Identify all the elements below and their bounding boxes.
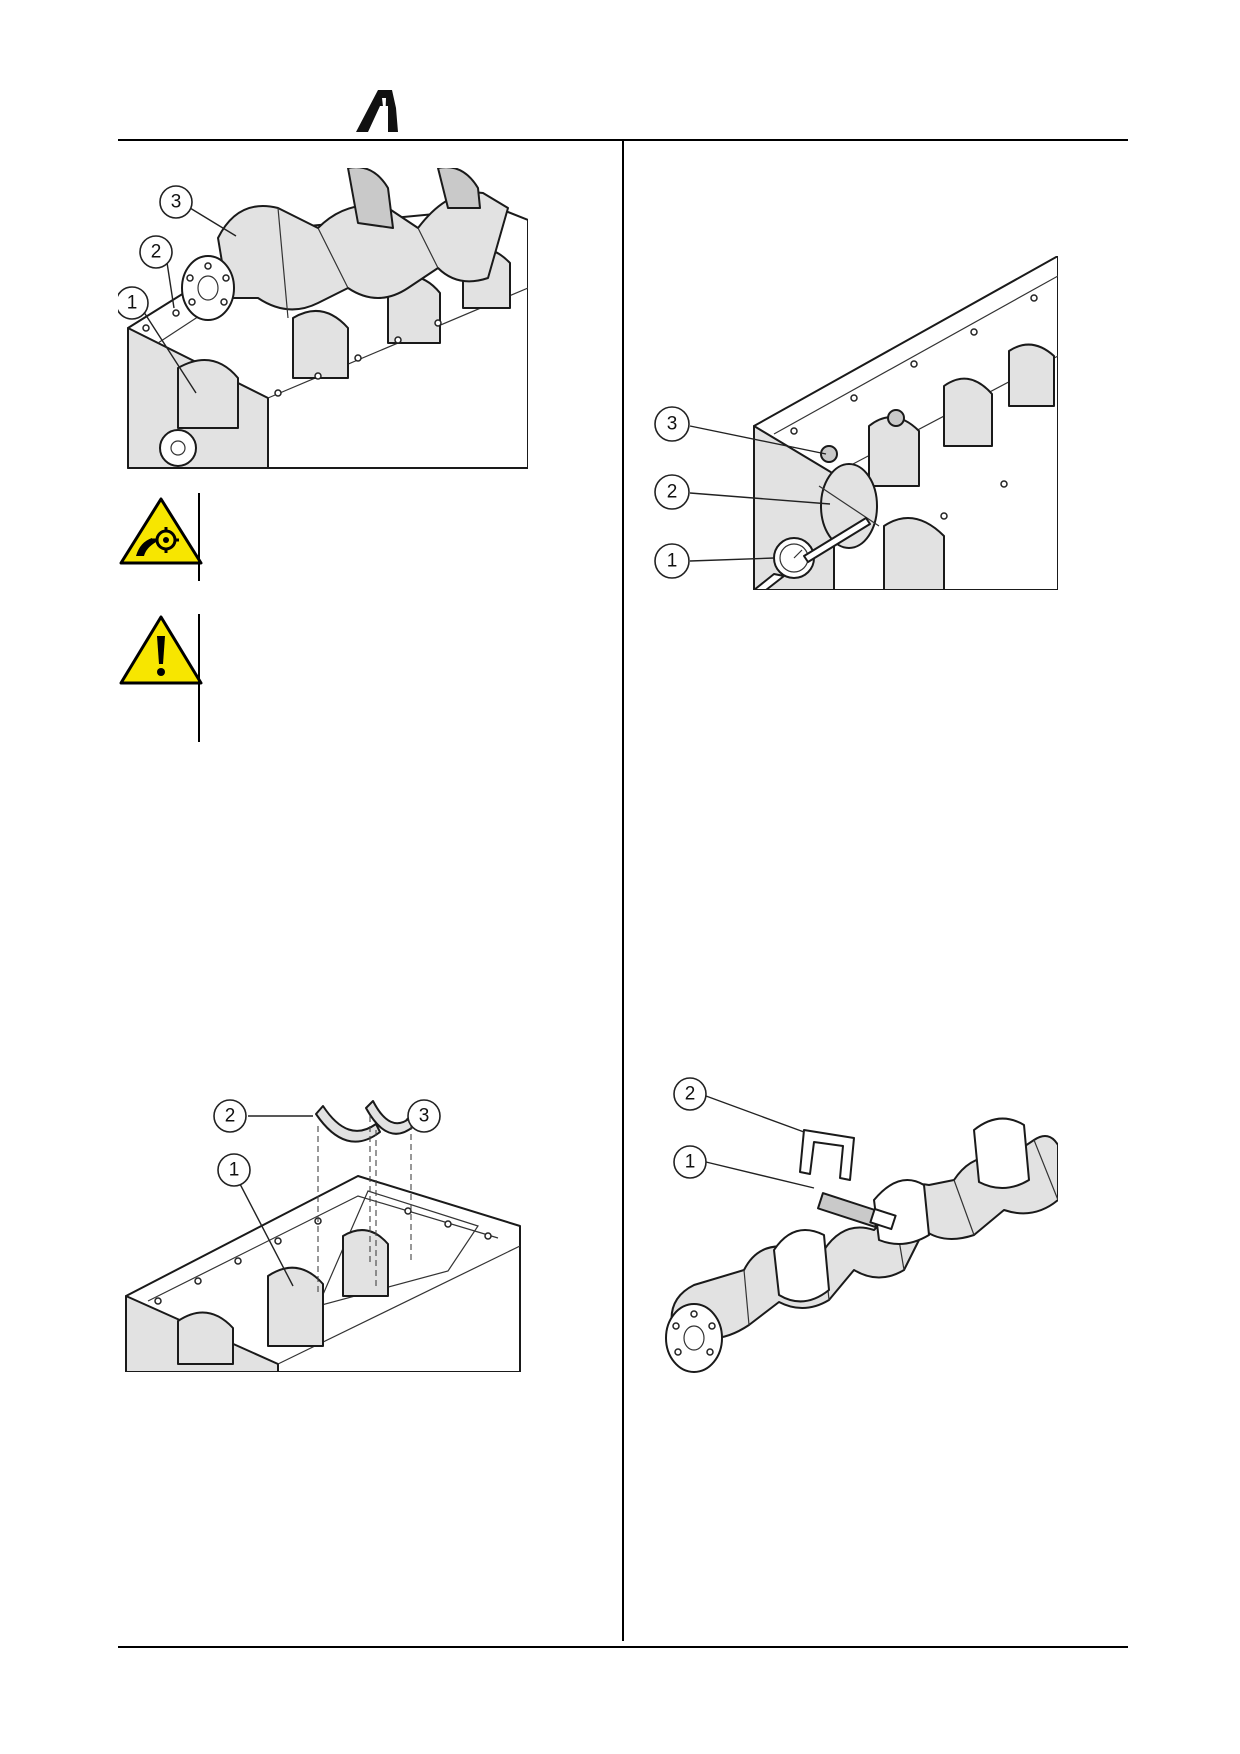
brand-logo — [356, 90, 398, 132]
callout-1: 1 — [654, 543, 775, 579]
warning-entanglement — [118, 496, 208, 576]
warning-1-side-rule — [198, 493, 200, 581]
callout-2: 2 — [654, 474, 831, 510]
warning-2-side-rule — [198, 614, 200, 742]
thrust-washers — [315, 1100, 415, 1143]
svg-text:2: 2 — [685, 1084, 696, 1105]
callout-3: 3 — [654, 406, 827, 455]
callout-2: 2 — [139, 235, 175, 309]
micrometer — [799, 1129, 897, 1231]
callout-3: 3 — [159, 185, 237, 237]
figure-thrust-washers: 2 3 1 — [118, 1096, 528, 1373]
figure-dial-gauge: 3 2 1 — [654, 255, 1059, 591]
dial-gauge — [753, 517, 871, 591]
header-rule — [118, 139, 1128, 141]
warning-general — [118, 614, 208, 694]
footer-rule — [118, 1646, 1128, 1648]
callout-1: 1 — [217, 1153, 294, 1287]
entanglement-hazard-icon — [119, 497, 203, 565]
exclamation-warning-icon — [119, 615, 203, 685]
figure-micrometer: 2 1 — [654, 1070, 1059, 1386]
callout-2: 2 — [213, 1099, 313, 1133]
svg-text:2: 2 — [667, 482, 678, 503]
svg-text:3: 3 — [667, 414, 678, 435]
svg-text:1: 1 — [685, 1152, 696, 1173]
svg-text:3: 3 — [419, 1106, 430, 1127]
crankshaft — [665, 1117, 1059, 1373]
callout-1: 1 — [673, 1145, 815, 1189]
svg-text:1: 1 — [229, 1160, 240, 1181]
callout-3: 3 — [405, 1099, 441, 1133]
crankshaft — [181, 166, 509, 321]
svg-text:1: 1 — [667, 551, 678, 572]
figure-crankshaft-install: 3 2 1 — [115, 166, 529, 478]
svg-text:1: 1 — [127, 293, 138, 314]
svg-text:3: 3 — [171, 192, 182, 213]
svg-text:2: 2 — [151, 242, 162, 263]
column-divider — [622, 141, 624, 1641]
svg-text:2: 2 — [225, 1106, 236, 1127]
callout-2: 2 — [673, 1077, 805, 1133]
header — [0, 0, 1240, 145]
